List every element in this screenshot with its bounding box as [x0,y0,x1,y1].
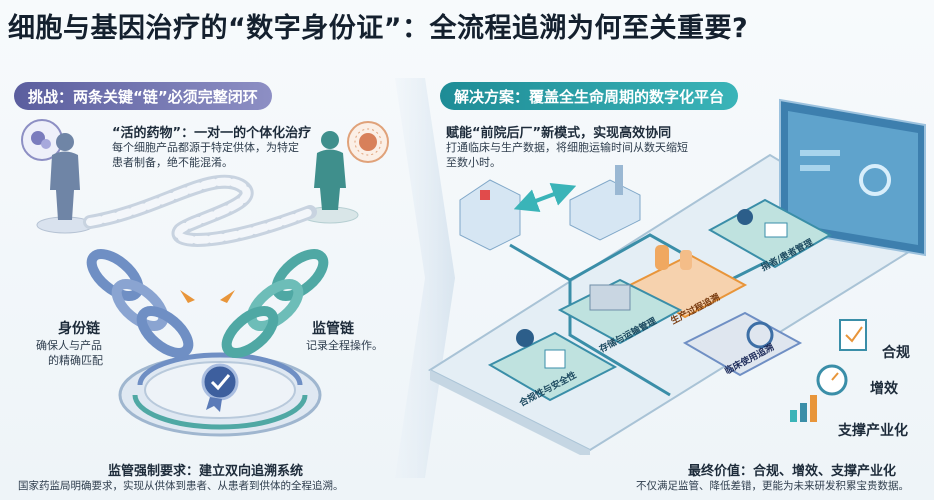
final-value-desc: 不仅满足监管、降低差错，更能为未来研发积累宝贵数据。 [636,480,909,492]
patient-person-icon [301,131,359,224]
empower-title: 赋能“前院后厂”新模式，实现高效协同 [446,126,672,141]
supervision-chain-desc: 记录全程操作。 [306,339,383,352]
mandate-title: 监管强制要求：建立双向追溯系统 [108,464,304,479]
final-value-title: 最终价值：合规、增效、支撑产业化 [688,464,897,479]
storage-module [557,278,683,345]
solution-pill: 解决方案：覆盖全生命周期的数字化平台 [440,82,739,110]
factory-icon [569,165,641,241]
certified-badge-icon [201,363,239,412]
identity-chain-desc-2: 的精确匹配 [48,354,103,367]
empower-desc-2: 至数小时。 [446,156,501,169]
supervision-chain-icon [221,249,329,358]
identity-chain-icon [86,249,194,358]
donor-cell-icon [21,119,63,161]
benefit-industrialization: 支撑产业化 [838,423,908,439]
living-drug-desc-1: 每个细胞产品都源于特定供体，为特定 [112,141,299,154]
dashboard-monitor-icon [779,98,926,257]
benefit-efficiency: 增效 [870,381,898,397]
double-arrow-icon [513,182,577,213]
hospital-icon [459,179,521,251]
identity-chain-title: 身份链 [58,321,100,337]
stopwatch-icon [816,364,848,396]
identity-chain-desc-1: 确保人与产品 [36,339,102,352]
challenge-pill: 挑战：两条关键“链”必须完整闭环 [14,82,272,110]
patient-cell-icon [347,121,389,163]
supervision-chain-title: 监管链 [312,321,354,337]
clinical-module [682,311,803,377]
donor-module [707,198,833,269]
chain-illustration [21,119,389,437]
mandate-desc: 国家药监局明确要求，实现从供体到患者、从患者到供体的全程追溯。 [18,480,344,492]
compliance-module [487,329,618,402]
clipboard-icon [839,319,867,351]
benefit-compliance: 合规 [882,345,910,361]
platform-illustration [427,98,926,455]
growth-chart-icon [790,395,817,422]
empower-desc-1: 打通临床与生产数据，将细胞运输时间从数天缩短 [446,141,688,154]
page-title: 细胞与基因治疗的“数字身份证”：全流程追溯为何至关重要? [8,13,749,44]
donor-person-icon [36,133,94,234]
living-drug-desc-2: 患者制备，绝不能混淆。 [112,156,233,169]
orange-arrow-icon [180,290,235,303]
living-drug-title: “活的药物”：一对一的个体化治疗 [112,126,312,141]
